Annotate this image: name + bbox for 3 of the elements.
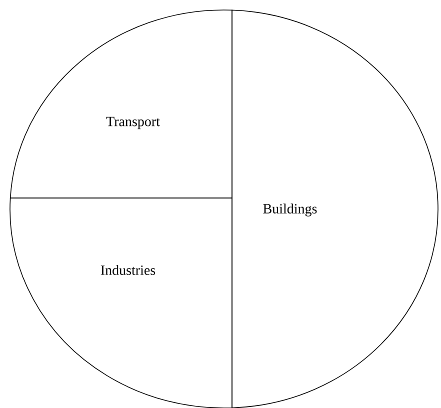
sector-region: Buildings: [232, 10, 438, 408]
sector-region: Industries: [10, 198, 232, 408]
sector-region: Transport: [10, 10, 232, 198]
